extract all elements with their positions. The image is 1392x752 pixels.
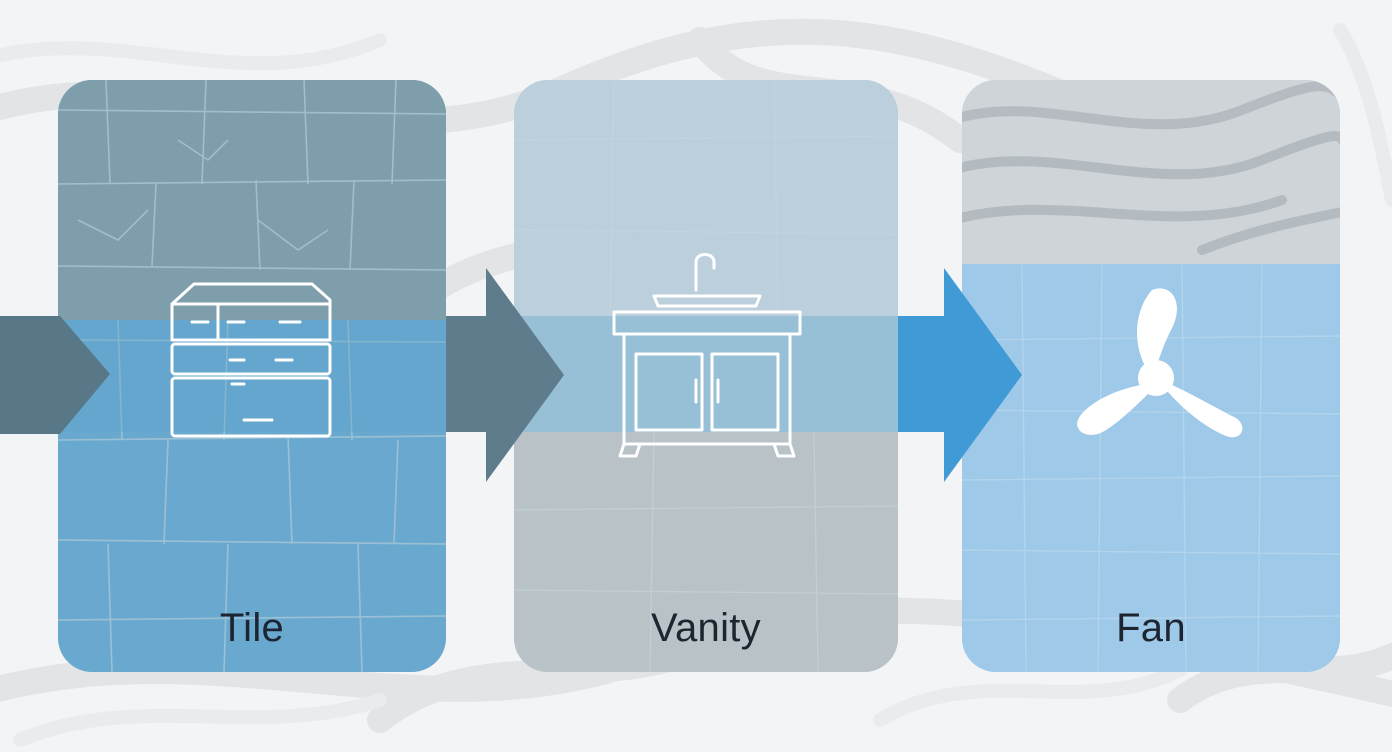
bathroom-vanity-icon — [612, 253, 802, 458]
arrow-tile-to-vanity — [446, 268, 564, 482]
step-label-fan: Fan — [1116, 606, 1186, 650]
vanity-card-texture — [514, 80, 898, 672]
tile-stack-icon — [170, 282, 332, 438]
fan-icon — [1077, 288, 1243, 438]
step-card-vanity: Vanity — [514, 80, 898, 672]
step-label-tile: Tile — [219, 606, 285, 650]
arrow-vanity-to-fan — [898, 268, 1022, 482]
step-label-vanity: Vanity — [650, 606, 761, 650]
arrow-into-tile — [0, 316, 110, 434]
